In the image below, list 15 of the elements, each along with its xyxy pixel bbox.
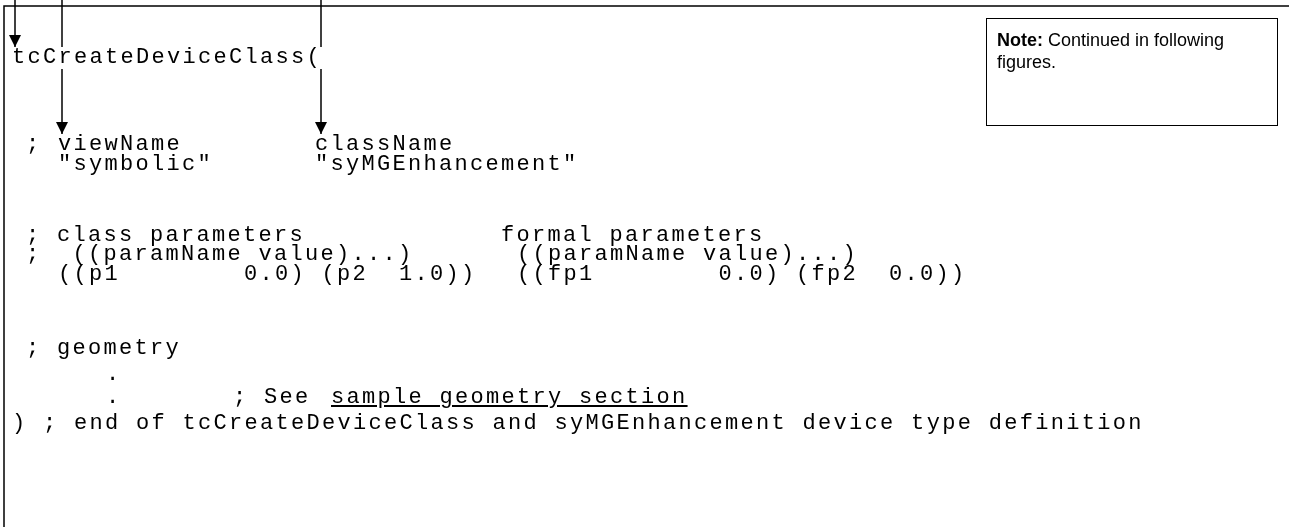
code-text: ((p1 0.0) (p2 1.0))	[58, 264, 477, 286]
code-text: ) ; end of tcCreateDeviceClass and syMGEnhancement device type definition	[12, 413, 1144, 435]
code-text: .	[106, 387, 122, 409]
code-text: "syMGEnhancement"	[315, 154, 579, 176]
code-comment: ; geometry	[26, 338, 182, 360]
link: sample geometry section	[331, 387, 688, 409]
code-comment: ; See	[233, 387, 311, 409]
arrow	[9, 0, 21, 48]
code-text: ((fp1 0.0) (fp2 0.0))	[517, 264, 967, 286]
code-text: "symbolic"	[58, 154, 214, 176]
note-box: Note: Continued in following figures.	[986, 18, 1278, 126]
code-text: ((paramName value)...)	[517, 244, 859, 266]
code-text: .	[106, 364, 122, 386]
code-text: ;	[26, 134, 42, 156]
code-text: tcCreateDeviceClass(	[12, 47, 323, 69]
